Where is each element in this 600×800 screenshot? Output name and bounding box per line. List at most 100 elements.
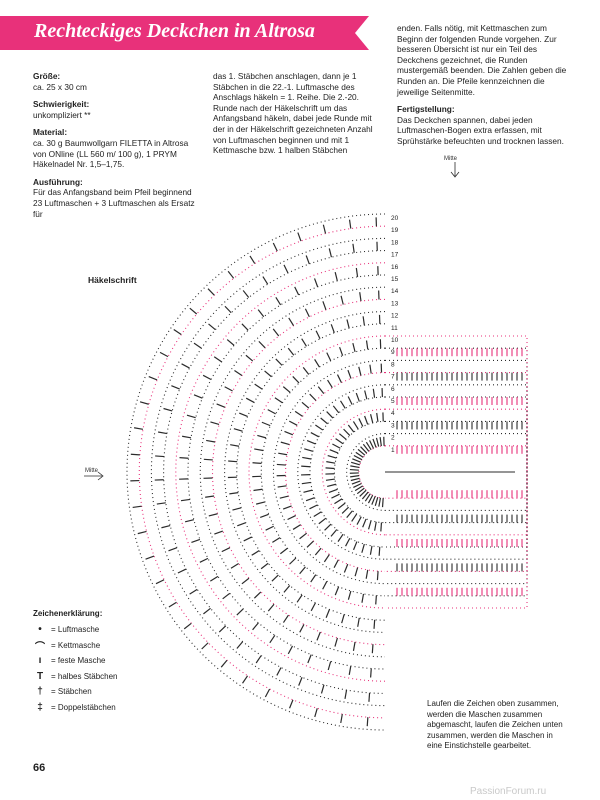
chain-arc	[225, 312, 385, 633]
stitch-mark	[329, 248, 331, 257]
stitch-mark	[206, 440, 215, 442]
stitch-mark	[275, 398, 282, 403]
stitch-mark	[340, 347, 343, 355]
stitch-mark	[194, 343, 201, 348]
stitch-mark	[324, 554, 329, 561]
stitch-mark	[375, 522, 377, 531]
stitch-mark	[327, 412, 333, 418]
stitch-mark	[185, 520, 194, 522]
stitch-mark	[371, 669, 372, 678]
stitch-mark	[377, 413, 378, 422]
stitch-mark	[161, 526, 170, 528]
stitch-mark	[306, 255, 309, 263]
round-number: 7	[391, 374, 395, 381]
stitch-mark	[376, 595, 377, 604]
stitch-mark	[342, 507, 348, 513]
stitch-mark	[258, 310, 264, 317]
stitch-mark	[284, 586, 290, 593]
page-number: 66	[33, 762, 45, 774]
stitch-mark	[131, 454, 140, 455]
stitch-mark	[351, 462, 360, 464]
stitch-mark	[348, 591, 350, 600]
stitch-mark	[273, 329, 279, 336]
stitch-mark	[350, 220, 351, 229]
stitch-mark	[376, 438, 378, 447]
stitch-mark	[351, 478, 360, 480]
stitch-mark	[244, 537, 252, 541]
stitch-mark	[262, 422, 270, 425]
stitch-mark	[356, 393, 359, 401]
stitch-mark	[323, 225, 325, 234]
stitch-mark	[332, 444, 340, 448]
arrow-right-icon	[84, 472, 103, 480]
stitch-mark	[225, 387, 233, 391]
stitch-mark	[317, 632, 320, 640]
stitch-mark	[353, 642, 355, 651]
stitch-mark	[316, 331, 320, 339]
stitch-mark	[350, 476, 359, 477]
stitch-mark	[336, 439, 343, 444]
stitch-mark	[371, 414, 373, 423]
stitch-mark	[265, 371, 272, 377]
stitch-mark	[383, 498, 384, 507]
stitch-mark	[209, 514, 218, 516]
stitch-mark	[190, 589, 198, 594]
double-crochet-icon: †	[33, 686, 47, 697]
stitch-mark	[307, 441, 315, 444]
stitch-mark	[284, 265, 288, 273]
stitch-mark	[295, 411, 302, 416]
legend-text-hdc: = halbes Stäbchen	[51, 672, 118, 681]
stitch-mark	[288, 516, 296, 520]
stitch-mark	[242, 324, 248, 330]
stitch-mark	[277, 464, 286, 465]
stitch-mark	[272, 575, 278, 581]
stitch-mark	[331, 494, 339, 498]
round-number: 13	[391, 300, 399, 307]
stitch-mark	[230, 445, 239, 447]
stitch-mark	[254, 592, 260, 598]
stitch-mark	[346, 538, 350, 546]
stitch-mark	[239, 413, 247, 416]
stitch-mark	[341, 296, 343, 305]
stitch-mark	[325, 524, 331, 530]
stitch-mark	[168, 548, 176, 551]
stitch-mark	[237, 642, 243, 649]
stitch-mark	[326, 468, 335, 469]
stitch-mark	[372, 496, 375, 504]
legend-text-chain: = Luftmasche	[51, 625, 99, 634]
legend-text-dc: = Stäbchen	[51, 687, 92, 696]
stitch-mark	[257, 435, 266, 437]
stitch-mark	[310, 394, 316, 400]
stitch-mark	[259, 341, 265, 347]
stitch-mark	[293, 525, 301, 530]
chain-arc	[188, 275, 385, 669]
stitch-mark	[250, 256, 255, 264]
round-number: 14	[391, 288, 399, 295]
stitch-mark	[222, 548, 230, 552]
stitch-mark	[295, 287, 299, 295]
stitch-mark	[357, 517, 361, 525]
stitch-mark	[228, 271, 234, 278]
stitch-mark	[328, 456, 337, 458]
stitch-mark	[339, 434, 346, 440]
stitch-mark	[326, 462, 335, 464]
stitch-mark	[252, 551, 260, 556]
stitch-mark	[329, 489, 337, 492]
stitch-mark	[237, 609, 243, 615]
stitch-mark	[254, 449, 263, 451]
stitch-mark	[334, 560, 338, 568]
stitch-mark	[370, 365, 371, 374]
stitch-mark	[246, 355, 253, 361]
chain-arc	[310, 397, 385, 547]
round-number: 5	[391, 398, 395, 405]
single-crochet-icon: ı	[33, 655, 47, 666]
stitch-mark	[266, 526, 274, 530]
stitch-mark	[221, 660, 227, 667]
stitch-mark	[272, 538, 280, 543]
chain-arc	[347, 434, 385, 511]
stitch-mark	[290, 700, 293, 708]
stitch-mark	[237, 523, 245, 526]
stitch-mark	[202, 643, 208, 649]
stitch-mark	[276, 297, 281, 305]
stitch-mark	[158, 432, 167, 434]
